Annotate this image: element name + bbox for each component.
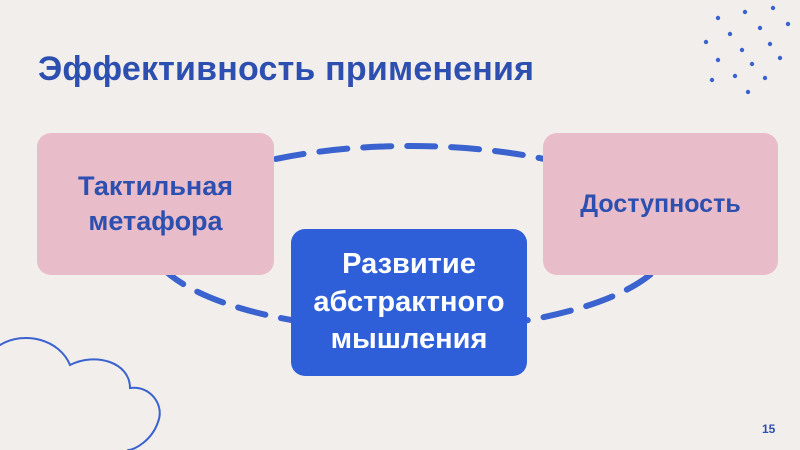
box-label-line: метафора [88,206,223,236]
cloud-doodle [0,336,161,450]
box-label-line: Тактильная [78,170,233,201]
slide-title: Эффективность применения [38,50,535,88]
box-label: Тактильная метафора [78,169,233,239]
box-label-line: Развитие [342,247,476,280]
box-label-line: абстрактного [313,285,505,318]
tactile-metaphor-box: Тактильная метафора [37,133,274,275]
box-label: Доступность [580,188,740,221]
abstract-thinking-box: Развитие абстрактного мышления [291,229,527,376]
accessibility-box: Доступность [543,133,778,275]
box-label-line: Доступность [580,189,741,218]
box-label-line: мышления [330,323,488,356]
page-number: 15 [762,422,776,436]
box-label: Развитие абстрактного мышления [313,246,504,359]
dots-decoration [703,5,791,95]
